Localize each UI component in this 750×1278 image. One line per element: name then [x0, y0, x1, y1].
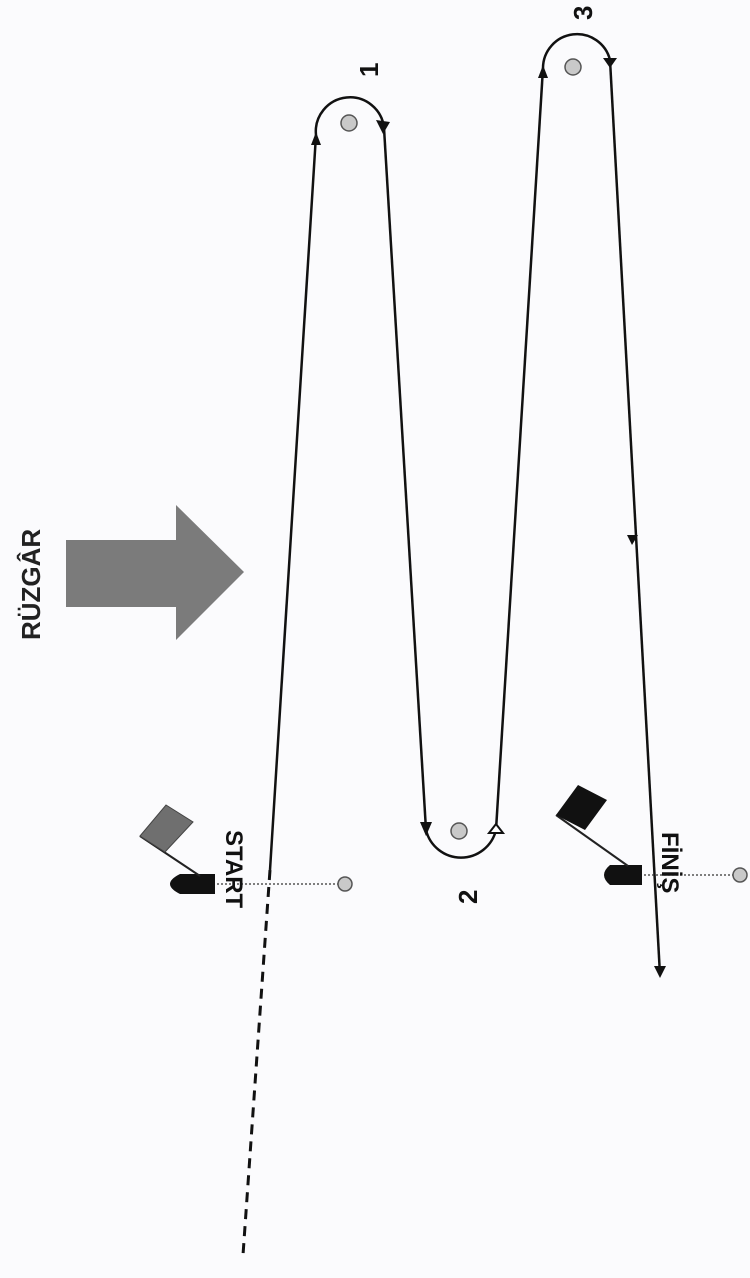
- course-leg-1: [268, 134, 318, 871]
- finish-arrow: [654, 966, 666, 978]
- rounding-mark-3: [541, 32, 612, 69]
- finish-flag-pole: [555, 814, 629, 867]
- buoy-mark-3: [564, 58, 582, 76]
- approach-line: [241, 869, 272, 1256]
- finish-label: FİNİŞ: [656, 832, 683, 893]
- course-path: [268, 32, 662, 976]
- leg-3-arrow: [538, 65, 548, 78]
- mark-3-arrowhead: [603, 58, 617, 68]
- rounding-mark-2: [424, 829, 498, 859]
- mark-2-number: 2: [453, 890, 483, 904]
- start-label: START: [220, 830, 247, 909]
- course-leg-4: [608, 59, 662, 976]
- finish-flag: [556, 785, 607, 830]
- mark-1-number: 1: [354, 63, 384, 77]
- direction-arrows: [311, 58, 666, 978]
- start-pin-buoy: [337, 876, 353, 892]
- wind-label: RÜZGÂR: [16, 529, 46, 640]
- mark-3-number: 3: [568, 6, 598, 20]
- leg-4-arrow: [627, 535, 638, 545]
- mark-1-arrowhead: [376, 120, 390, 134]
- leg-1-arrow: [311, 132, 321, 145]
- mark-2-arrowhead: [420, 822, 432, 836]
- buoy-mark-1: [340, 114, 358, 132]
- start-flag: [139, 804, 194, 853]
- finish-committee-boat: [604, 865, 642, 885]
- start-committee-boat: [170, 874, 215, 894]
- course-leg-2: [382, 127, 428, 831]
- wind-arrow: [66, 505, 244, 640]
- buoy-mark-2: [450, 822, 468, 840]
- finish-pin-buoy: [732, 867, 748, 883]
- mark-2-exit-arrowhead: [486, 822, 506, 834]
- mark-buoys: [340, 58, 582, 840]
- course-leg-3: [494, 67, 545, 831]
- rounding-mark-1: [314, 96, 386, 136]
